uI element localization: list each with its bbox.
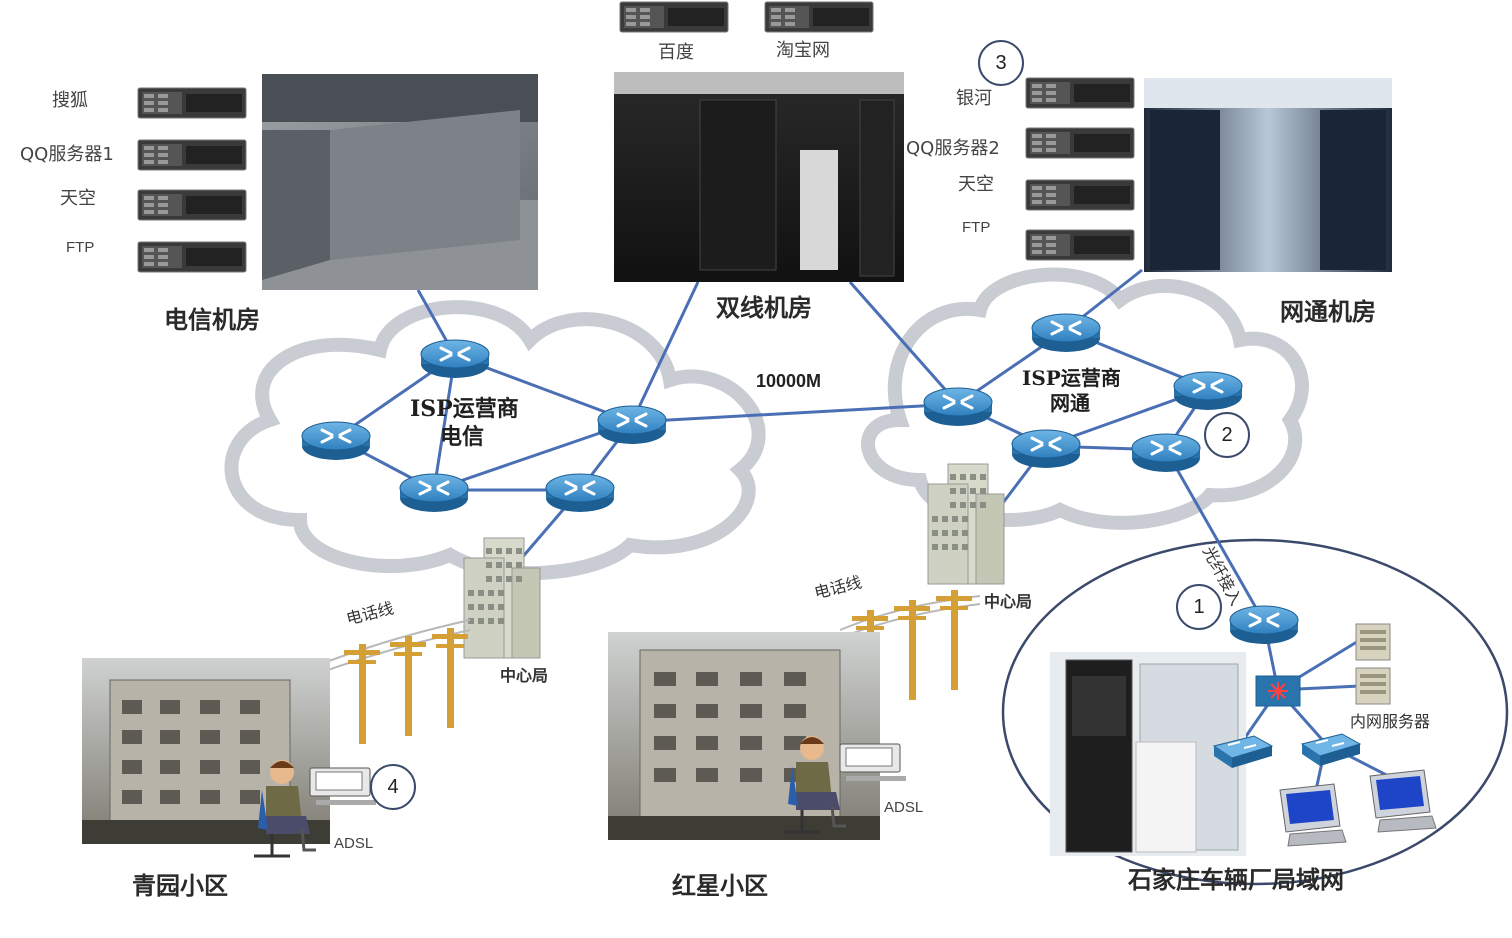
switch-icon [1301,733,1361,767]
router-icon [398,472,470,514]
badge-3: 3 [978,40,1024,86]
badge-2: 2 [1204,412,1250,458]
room-label-telecom: 电信机房 [164,305,260,334]
telephone-pole-icon [432,628,468,728]
community-label-hongxing: 红星小区 [672,871,768,900]
isp-netcom-line2: 网通 [1050,391,1090,415]
server-label-ftp2: FTP [962,219,991,236]
router-icon [1130,432,1202,474]
server-label-tiankong1: 天空 [60,188,96,209]
dual-line-room-photo [614,72,904,282]
room-label-dual-line: 双线机房 [716,293,812,322]
server-label-ftp1: FTP [66,239,95,256]
router-icon [596,404,668,446]
router-icon [544,472,616,514]
isp-telecom-line2: 电信 [440,423,485,450]
isp-netcom-label: ISP运营商 网通 [1022,366,1121,416]
server-label-yinhe: 银河 [956,88,992,109]
server-icon [1025,77,1135,109]
isp-telecom-label: ISP运营商 电信 [410,396,519,451]
router-icon [300,420,372,462]
central-office-label-left: 中心局 [500,666,549,685]
server-icon [764,1,874,33]
lan-title: 石家庄车辆厂局域网 [1128,865,1344,894]
adsl-label-qingyuan: ADSL [334,835,374,852]
server-icon [1355,623,1391,661]
lan-boundary [1001,538,1509,886]
server-icon [137,189,247,221]
room-label-netcom: 网通机房 [1280,297,1376,326]
adsl-label-hongxing: ADSL [884,799,924,816]
computer-icon [1279,783,1347,847]
central-office-label-right: 中心局 [984,592,1033,611]
router-icon [1030,312,1102,354]
server-icon [619,1,729,33]
server-icon [1025,179,1135,211]
telephone-pole-icon [894,600,930,700]
core-switch-icon [1255,675,1301,707]
router-icon [922,386,994,428]
community-label-qingyuan: 青园小区 [132,871,228,900]
server-icon [137,241,247,273]
netcom-room-photo [1144,78,1392,272]
server-icon [1025,229,1135,261]
isp-telecom-line1: ISP运营商 [410,396,519,422]
server-label-sohu: 搜狐 [52,90,88,111]
telephone-pole-icon [344,644,380,744]
router-icon [1172,370,1244,412]
isp-telecom-cloud [224,300,766,581]
server-label-qq1: QQ服务器1 [20,144,114,165]
badge-4: 4 [370,764,416,810]
intranet-server-label: 内网服务器 [1350,712,1431,731]
server-icon [137,139,247,171]
router-icon [1010,428,1082,470]
telecom-room-photo [262,74,538,290]
server-icon [137,87,247,119]
telephone-pole-icon [390,636,426,736]
server-icon [1355,667,1391,705]
router-icon [1228,604,1300,646]
server-icon [1025,127,1135,159]
server-label-tiankong2: 天空 [958,174,994,195]
server-label-taobao: 淘宝网 [776,40,830,61]
isp-netcom-line1: ISP运营商 [1022,366,1121,390]
router-icon [419,338,491,380]
server-label-baidu: 百度 [658,42,694,63]
server-label-qq2: QQ服务器2 [906,138,1000,159]
computer-icon [1369,769,1437,833]
badge-1: 1 [1176,584,1222,630]
link-speed-label: 10000M [756,371,822,391]
